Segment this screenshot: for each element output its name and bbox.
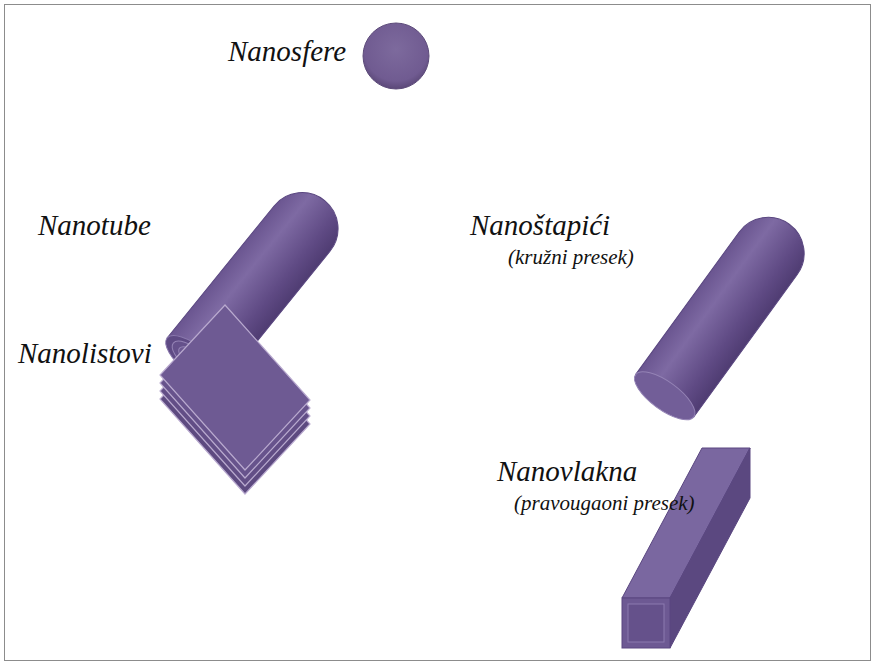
shape-label: Nanosfere xyxy=(228,36,346,68)
shape-note: (kružni presek) xyxy=(508,246,634,269)
nanosheets xyxy=(160,305,310,494)
nanorod xyxy=(627,203,818,428)
nanosphere xyxy=(363,23,429,89)
nanofiber xyxy=(622,448,750,648)
shape-label: Nanotube xyxy=(38,210,151,242)
shape-label: Nanolistovi xyxy=(18,338,152,370)
shape-note: (pravougaoni presek) xyxy=(514,492,695,515)
shape-label: Nanoštapići xyxy=(470,210,610,242)
shape-label: Nanovlakna xyxy=(497,456,637,488)
frame xyxy=(5,5,871,661)
